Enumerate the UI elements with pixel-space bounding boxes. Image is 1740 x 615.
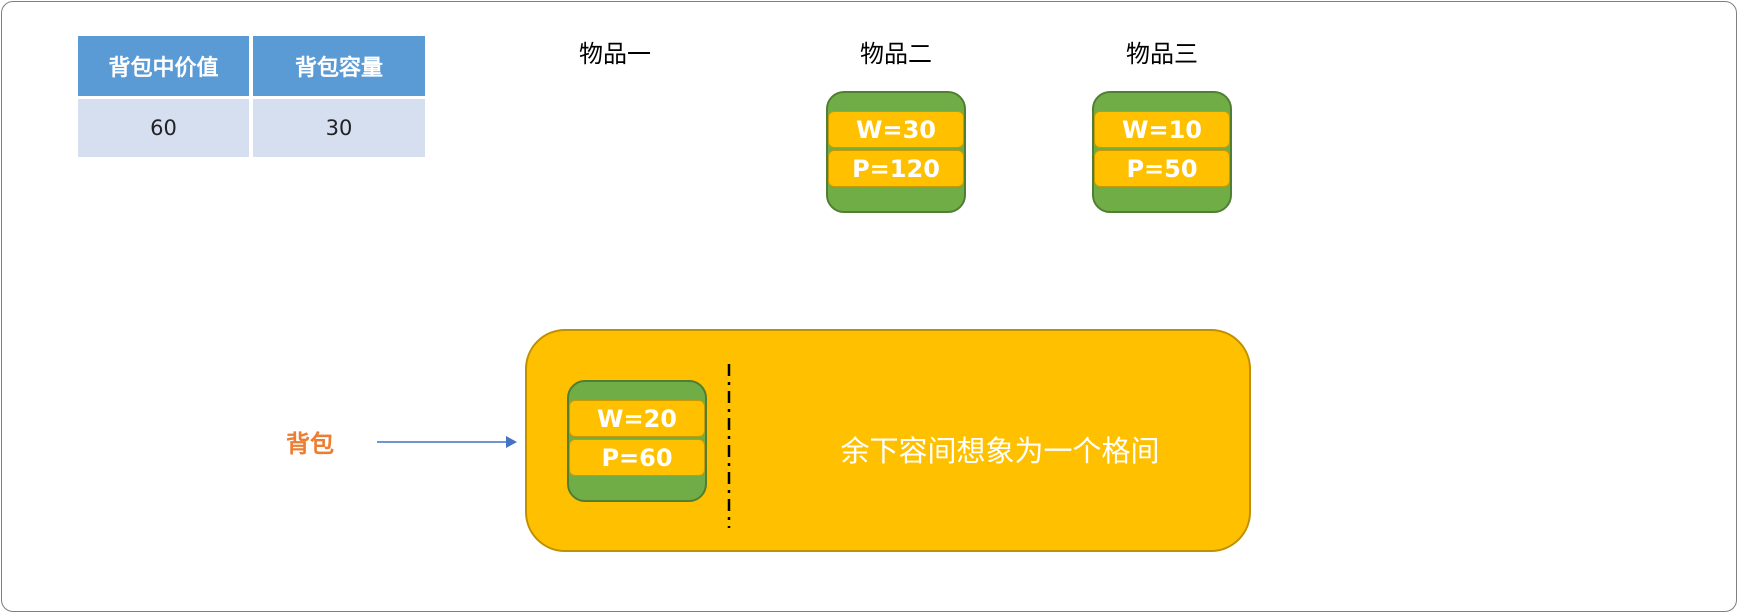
backpack-item-card: W=20 P=60	[567, 380, 707, 502]
backpack-item-weight: W=20	[569, 400, 705, 437]
item-one-title: 物品一	[579, 40, 651, 68]
table-header-value: 背包中价值	[78, 36, 249, 96]
item-two-price: P=120	[828, 150, 964, 187]
item-three-card: W=10 P=50	[1092, 91, 1232, 213]
divider-line	[727, 364, 731, 528]
item-two-title: 物品二	[860, 40, 932, 68]
remaining-space-text: 余下容间想象为一个格间	[840, 434, 1160, 468]
item-three-title: 物品三	[1126, 40, 1198, 68]
backpack-item-price: P=60	[569, 439, 705, 476]
table-header-capacity: 背包容量	[253, 36, 425, 96]
backpack-label: 背包	[286, 430, 334, 458]
item-three-weight: W=10	[1094, 111, 1230, 148]
table-cell-value: 60	[78, 99, 249, 157]
item-two-weight: W=30	[828, 111, 964, 148]
table-cell-capacity: 30	[253, 99, 425, 157]
arrow-right-icon	[377, 436, 517, 448]
item-three-price: P=50	[1094, 150, 1230, 187]
item-two-card: W=30 P=120	[826, 91, 966, 213]
